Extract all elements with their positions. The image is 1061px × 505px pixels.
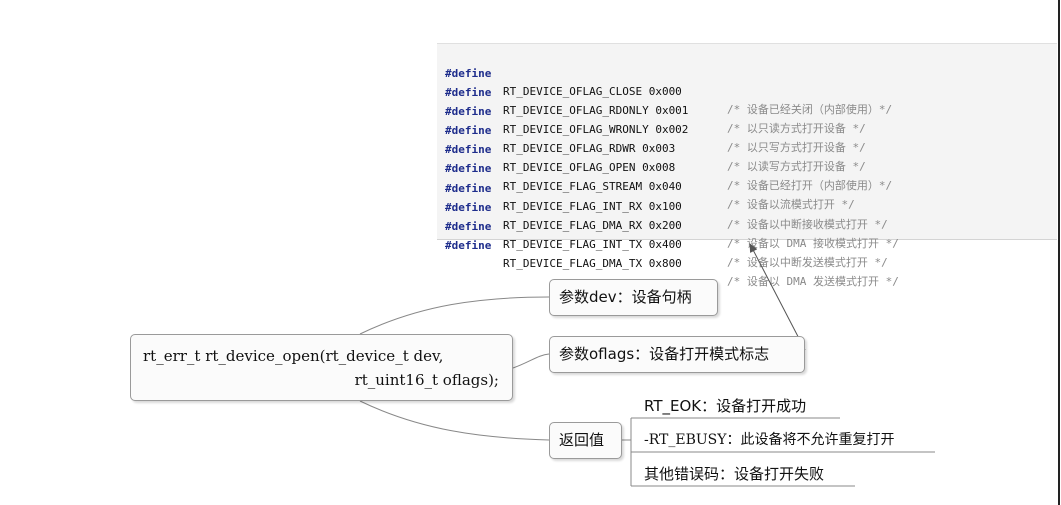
macro-definition: RT_DEVICE_FLAG_INT_TX 0x400	[503, 238, 682, 251]
return-rt-eok: RT_EOK：设备打开成功	[644, 397, 807, 415]
code-line: #define RT_DEVICE_OFLAG_OPEN 0x008 /* 设备…	[445, 123, 892, 192]
connector-root-to-dev	[359, 296, 550, 335]
macro-definition: RT_DEVICE_OFLAG_RDWR 0x003	[503, 142, 676, 155]
page-right-border	[1058, 0, 1060, 505]
define-keyword: #define	[445, 143, 492, 156]
rt-device-open-prototype-node: rt_err_t rt_device_open(rt_device_t dev,…	[130, 334, 513, 401]
macro-definition: RT_DEVICE_OFLAG_OPEN 0x008	[503, 161, 676, 174]
code-line: #define RT_DEVICE_FLAG_INT_TX 0x400 /* 设…	[445, 200, 888, 269]
macro-definition: RT_DEVICE_OFLAG_RDONLY 0x001	[503, 104, 689, 117]
macro-comment: /* 设备以 DMA 接收模式打开 */	[727, 237, 899, 250]
prototype-line-2: rt_uint16_t oflags);	[354, 371, 499, 389]
code-line: #define RT_DEVICE_OFLAG_CLOSE 0x000 /* 设…	[445, 47, 892, 116]
define-keyword: #define	[445, 124, 492, 137]
prototype-line-1: rt_err_t rt_device_open(rt_device_t dev,	[143, 347, 444, 365]
define-keyword: #define	[445, 182, 492, 195]
macro-comment: /* 设备以中断接收模式打开 */	[727, 218, 888, 231]
oflags-define-code-block: #define RT_DEVICE_OFLAG_CLOSE 0x000 /* 设…	[437, 43, 1057, 288]
param-oflags-node: 参数oflags：设备打开模式标志	[549, 336, 805, 373]
connector-root-to-return	[359, 400, 550, 441]
macro-definition: RT_DEVICE_FLAG_STREAM 0x040	[503, 180, 682, 193]
connector-return-group	[622, 418, 632, 486]
code-line: #define RT_DEVICE_FLAG_INT_RX 0x100 /* 设…	[445, 162, 888, 231]
define-keyword: #define	[445, 86, 492, 99]
macro-comment: /* 设备已经打开（内部使用）*/	[727, 179, 893, 192]
macro-definition: RT_DEVICE_OFLAG_WRONLY 0x002	[503, 123, 689, 136]
code-line: #define RT_DEVICE_OFLAG_RDONLY 0x001 /* …	[445, 66, 866, 135]
oflags-to-code-arrow	[749, 243, 806, 351]
macro-definition: RT_DEVICE_FLAG_DMA_RX 0x200	[503, 219, 682, 232]
macro-comment: /* 设备已经关闭（内部使用）*/	[727, 103, 893, 116]
define-keyword: #define	[445, 67, 492, 80]
return-value-node: 返回值	[549, 422, 622, 459]
macro-comment: /* 以只写方式打开设备 */	[727, 141, 866, 154]
define-keyword: #define	[445, 201, 492, 214]
code-line: #define RT_DEVICE_OFLAG_WRONLY 0x002 /* …	[445, 85, 866, 154]
define-keyword: #define	[445, 105, 492, 118]
define-keyword: #define	[445, 239, 492, 252]
macro-comment: /* 设备以中断发送模式打开 */	[727, 256, 888, 269]
macro-comment: /* 以只读方式打开设备 */	[727, 122, 866, 135]
macro-definition: RT_DEVICE_FLAG_INT_RX 0x100	[503, 200, 682, 213]
param-dev-node: 参数dev：设备句柄	[549, 279, 718, 316]
code-line: #define RT_DEVICE_OFLAG_RDWR 0x003 /* 以读…	[445, 104, 866, 173]
return-rt-ebusy: -RT_EBUSY：此设备将不允许重复打开	[644, 432, 895, 448]
return-other-errors: 其他错误码：设备打开失败	[644, 465, 825, 483]
macro-definition: RT_DEVICE_OFLAG_CLOSE 0x000	[503, 85, 682, 98]
macro-definition: RT_DEVICE_FLAG_DMA_TX 0x800	[503, 257, 682, 270]
macro-comment: /* 以读写方式打开设备 */	[727, 160, 866, 173]
connector-root-to-oflags	[512, 353, 550, 369]
macro-comment: /* 设备以流模式打开 */	[727, 198, 855, 211]
code-line: #define RT_DEVICE_FLAG_STREAM 0x040 /* 设…	[445, 142, 855, 211]
code-line: #define RT_DEVICE_FLAG_DMA_RX 0x200 /* 设…	[445, 181, 899, 250]
define-keyword: #define	[445, 220, 492, 233]
define-keyword: #define	[445, 162, 492, 175]
code-line: #define RT_DEVICE_FLAG_DMA_TX 0x800 /* 设…	[445, 219, 899, 288]
